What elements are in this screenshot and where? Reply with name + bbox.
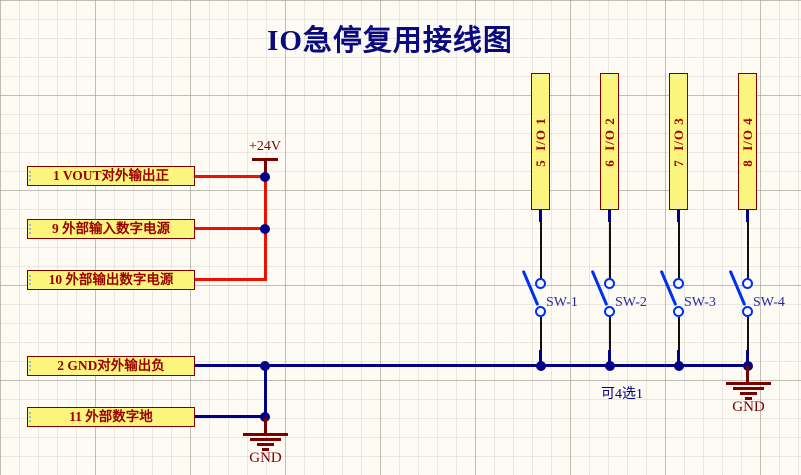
sw4-terminal-bottom-icon [742, 306, 753, 317]
wire-digital-gnd [195, 415, 267, 418]
net-label-11-ext-digital-gnd: 11 外部数字地 [27, 407, 195, 427]
junction-rail-left [260, 361, 270, 371]
wire-io2-stub [608, 210, 611, 222]
gnd-left-bar1-icon [243, 433, 288, 436]
junction-24v-ext-in [260, 224, 270, 234]
io-pin-6-connector: 6 I/O 2 [600, 73, 619, 210]
junction-24v-vout [260, 172, 270, 182]
junction-rail-sw2 [605, 361, 615, 371]
junction-rail-sw3 [674, 361, 684, 371]
sw4-label: SW-4 [753, 295, 785, 310]
diagram-title: IO急停复用接线图 [267, 25, 513, 57]
gnd-left-stub [264, 418, 267, 434]
sw1-label: SW-1 [546, 295, 578, 310]
power-24v-label: +24V [248, 139, 281, 154]
gnd-left-bar2-icon [250, 438, 281, 441]
gnd-right-label: GND [732, 399, 765, 415]
sw2-terminal-top-icon [604, 278, 615, 289]
sw3-terminal-bottom-icon [673, 306, 684, 317]
gnd-left-bar4-icon [262, 448, 269, 451]
sw3-terminal-top-icon [673, 278, 684, 289]
wire-io3-stub [677, 210, 680, 222]
io-pin-8-connector: 8 I/O 4 [738, 73, 757, 210]
net-label-1-vout-positive: 1 VOUT对外输出正 [27, 166, 195, 186]
io-pin-5-connector: 5 I/O 1 [531, 73, 550, 210]
net-label-9-ext-input-power: 9 外部输入数字电源 [27, 219, 195, 239]
gnd-left-label: GND [249, 450, 282, 466]
sw4-terminal-top-icon [742, 278, 753, 289]
pin-sw2-top [609, 222, 611, 279]
gnd-right-bar3-icon [740, 392, 757, 395]
wire-ext-out-to-24v [195, 278, 267, 281]
io-pin-7-connector: 7 I/O 3 [669, 73, 688, 210]
junction-rail-sw1 [536, 361, 546, 371]
sw2-label: SW-2 [615, 295, 647, 310]
sw3-label: SW-3 [684, 295, 716, 310]
wire-gnd-vertical-left [264, 364, 267, 418]
sw2-terminal-bottom-icon [604, 306, 615, 317]
gnd-left-bar3-icon [257, 443, 274, 446]
annotation-4-choose-1: 可4选1 [601, 387, 643, 402]
pin-sw1-top [540, 222, 542, 279]
io-pin-8-label: 8 I/O 4 [739, 116, 755, 167]
io-pin-5-label: 5 I/O 1 [532, 116, 548, 167]
wire-sw2-to-rail [608, 350, 611, 365]
junction-digital-gnd [260, 412, 270, 422]
pin-sw4-top [747, 222, 749, 279]
pin-sw3-bottom [678, 317, 680, 350]
pin-sw4-bottom [747, 317, 749, 350]
wire-sw3-to-rail [677, 350, 680, 365]
sw1-terminal-bottom-icon [535, 306, 546, 317]
wire-sw1-to-rail [539, 350, 542, 365]
wire-gnd-rail [195, 364, 748, 367]
gnd-right-bar4-icon [745, 397, 752, 400]
gnd-right-stub [746, 366, 749, 383]
sw1-terminal-top-icon [535, 278, 546, 289]
io-pin-7-label: 7 I/O 3 [670, 116, 686, 167]
net-label-10-ext-output-power: 10 外部输出数字电源 [27, 270, 195, 290]
wire-vout-to-24v [195, 175, 264, 178]
gnd-right-bar1-icon [726, 382, 771, 385]
gnd-right-bar2-icon [733, 387, 764, 390]
pin-sw2-bottom [609, 317, 611, 350]
power-stub-wire [264, 158, 267, 172]
pin-sw3-top [678, 222, 680, 279]
pin-sw1-bottom [540, 317, 542, 350]
io-pin-6-label: 6 I/O 2 [601, 116, 617, 167]
wire-io1-stub [539, 210, 542, 222]
wire-io4-stub [746, 210, 749, 222]
net-label-2-gnd-negative: 2 GND对外输出负 [27, 356, 195, 376]
wire-ext-in-to-24v [195, 227, 264, 230]
wire-sw4-to-rail [746, 350, 749, 365]
